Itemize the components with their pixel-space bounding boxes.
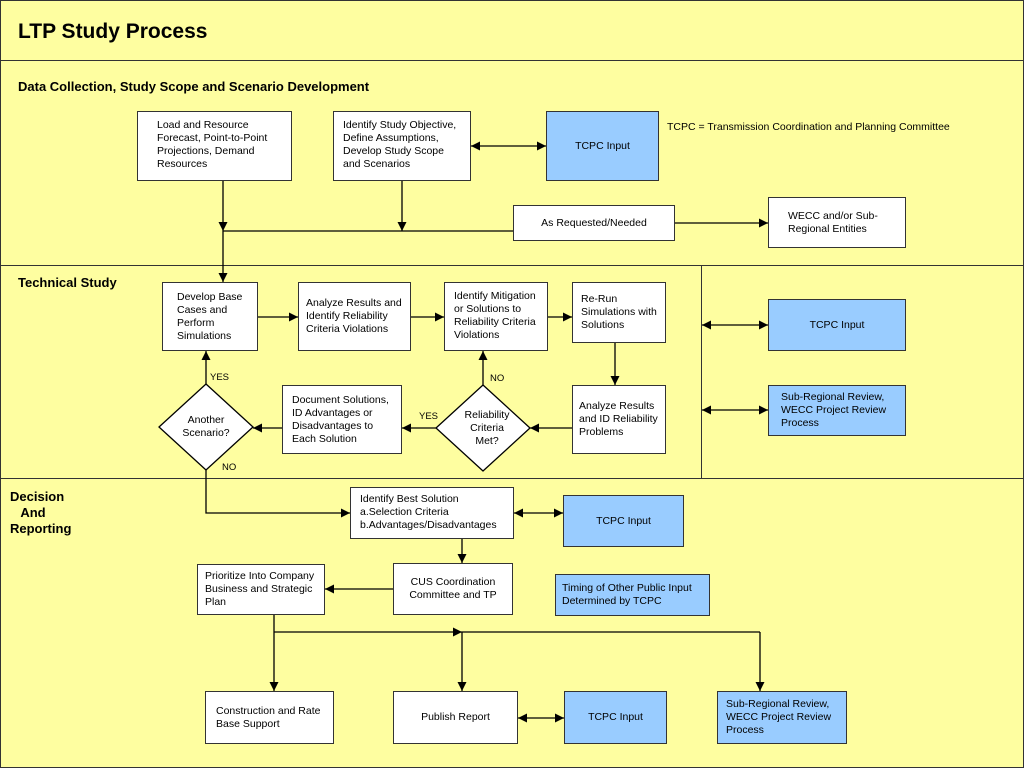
- section-divider: [1, 478, 1024, 479]
- tcpc-input-box-3: TCPC Input: [563, 495, 684, 547]
- another-scenario-text: Another Scenario?: [182, 414, 230, 439]
- no-label: NO: [222, 462, 237, 473]
- yes-label: YES: [419, 411, 439, 422]
- section-title-decision-reporting: Decision And Reporting: [10, 489, 72, 536]
- timing-public-input-box: Timing of Other Public Input Determined …: [555, 574, 710, 616]
- construction-rate-box: Construction and Rate Base Support: [205, 691, 334, 744]
- decision-diamond-reliability-met: [435, 384, 531, 472]
- tcpc-input-box-1: TCPC Input: [546, 111, 659, 181]
- section-title-technical-study: Technical Study: [18, 275, 117, 290]
- document-solutions-box: Document Solutions, ID Advantages or Dis…: [282, 385, 402, 454]
- arrow-another-no-to-best: [205, 470, 350, 518]
- analyze-id-box: Analyze Results and ID Reliability Probl…: [572, 385, 666, 454]
- identify-best-solution-box: Identify Best Solution a.Selection Crite…: [350, 487, 514, 539]
- analyze-results-box: Analyze Results and Identify Reliability…: [298, 282, 411, 351]
- develop-base-box: Develop Base Cases and Perform Simulatio…: [162, 282, 258, 351]
- wecc-entities-box: WECC and/or Sub- Regional Entities: [768, 197, 906, 248]
- page-title: LTP Study Process: [18, 20, 208, 43]
- rerun-simulations-box: Re-Run Simulations with Solutions: [572, 282, 666, 343]
- tcpc-input-box-4: TCPC Input: [564, 691, 667, 744]
- reliability-met-text: Reliability Criteria Met?: [464, 408, 510, 447]
- load-forecast-box: Load and Resource Forecast, Point-to-Poi…: [137, 111, 292, 181]
- yes-label: YES: [210, 372, 230, 383]
- subregional-review-box-1: Sub-Regional Review, WECC Project Review…: [768, 385, 906, 436]
- subregional-review-box-2: Sub-Regional Review, WECC Project Review…: [717, 691, 847, 744]
- column-divider: [701, 265, 702, 478]
- no-label: NO: [490, 373, 505, 384]
- cus-coordination-box: CUS Coordination Committee and TP: [393, 563, 513, 615]
- section-divider: [1, 60, 1024, 61]
- as-requested-box: As Requested/Needed: [513, 205, 675, 241]
- tcpc-input-box-2: TCPC Input: [768, 299, 906, 351]
- identify-objective-box: Identify Study Objective, Define Assumpt…: [333, 111, 471, 181]
- publish-report-box: Publish Report: [393, 691, 518, 744]
- prioritize-plan-box: Prioritize Into Company Business and Str…: [197, 564, 325, 615]
- section-divider: [1, 265, 1024, 266]
- section-title-data-collection: Data Collection, Study Scope and Scenari…: [18, 79, 370, 94]
- tcpc-definition-note: TCPC = Transmission Coordination and Pla…: [667, 121, 950, 133]
- identify-mitigation-box: Identify Mitigation or Solutions to Reli…: [444, 282, 548, 351]
